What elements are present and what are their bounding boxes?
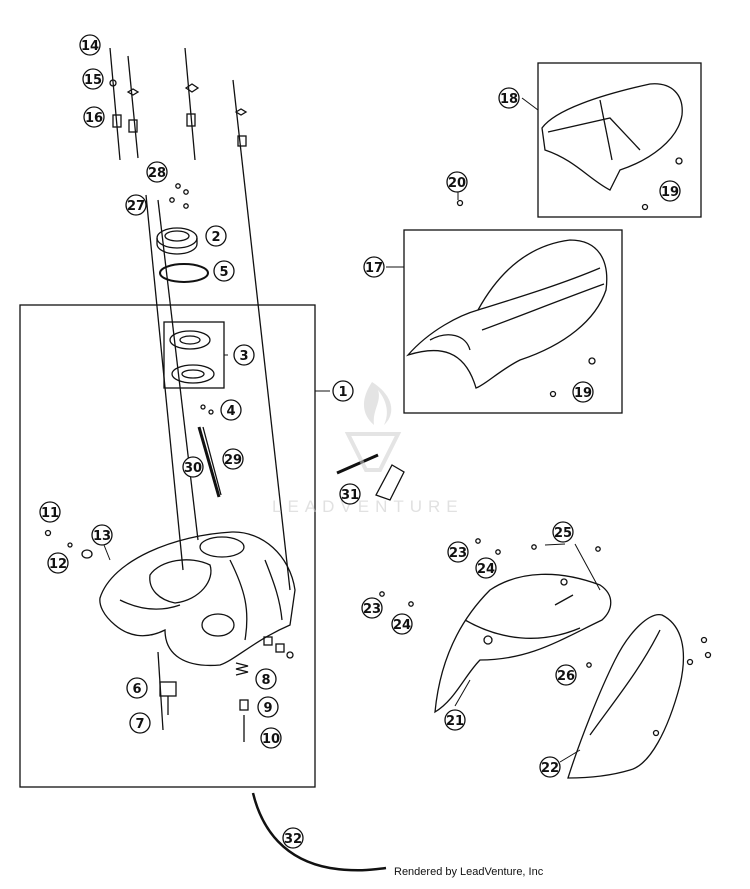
callout-32[interactable]: 32 bbox=[282, 827, 304, 849]
callout-20[interactable]: 20 bbox=[446, 171, 468, 193]
fuel-pump-flange bbox=[169, 330, 215, 384]
svg-text:21: 21 bbox=[446, 714, 464, 729]
callout-23-bottom[interactable]: 23 bbox=[361, 597, 383, 619]
svg-text:6: 6 bbox=[132, 682, 141, 697]
callout-12[interactable]: 12 bbox=[47, 552, 69, 574]
callout-22[interactable]: 22 bbox=[539, 756, 561, 778]
svg-text:22: 22 bbox=[541, 761, 559, 776]
callout-9[interactable]: 9 bbox=[257, 696, 279, 718]
rear-seat bbox=[541, 83, 683, 211]
fuel-hose bbox=[251, 792, 387, 872]
callout-31[interactable]: 31 bbox=[339, 483, 361, 505]
clamp-parts bbox=[44, 529, 93, 559]
callout-26[interactable]: 26 bbox=[555, 664, 577, 686]
fuel-tank bbox=[99, 531, 296, 667]
callout-1[interactable]: 1 bbox=[332, 380, 354, 402]
svg-text:9: 9 bbox=[263, 701, 272, 716]
callout-15[interactable]: 15 bbox=[82, 68, 104, 90]
callout-19-rear[interactable]: 19 bbox=[659, 180, 681, 202]
svg-text:5: 5 bbox=[219, 265, 228, 280]
fuel-tap bbox=[157, 651, 177, 731]
svg-text:3: 3 bbox=[239, 349, 248, 364]
fuel-tank-group-box bbox=[19, 304, 316, 788]
svg-text:17: 17 bbox=[365, 261, 383, 276]
callout-2[interactable]: 2 bbox=[205, 225, 227, 247]
callout-6[interactable]: 6 bbox=[126, 677, 148, 699]
callout-7[interactable]: 7 bbox=[129, 712, 151, 734]
callout-13[interactable]: 13 bbox=[91, 524, 113, 546]
svg-text:23: 23 bbox=[363, 602, 381, 617]
svg-text:19: 19 bbox=[661, 185, 679, 200]
svg-text:32: 32 bbox=[284, 832, 302, 847]
callout-19-front[interactable]: 19 bbox=[572, 381, 594, 403]
callout-18[interactable]: 18 bbox=[498, 87, 520, 109]
callout-11[interactable]: 11 bbox=[39, 501, 61, 523]
svg-text:16: 16 bbox=[85, 111, 103, 126]
callout-28[interactable]: 28 bbox=[146, 161, 168, 183]
callout-3[interactable]: 3 bbox=[233, 344, 255, 366]
svg-text:27: 27 bbox=[127, 199, 145, 214]
watermark-text: LEADVENTURE bbox=[272, 497, 464, 516]
spring-and-bolts bbox=[235, 636, 294, 742]
svg-text:1: 1 bbox=[338, 385, 347, 400]
callout-labels: 1 2 3 4 5 6 7 8 9 10 11 12 13 14 15 16 1… bbox=[39, 34, 681, 849]
svg-text:4: 4 bbox=[226, 404, 235, 419]
svg-text:24: 24 bbox=[393, 618, 411, 633]
callout-10[interactable]: 10 bbox=[260, 727, 282, 749]
svg-text:10: 10 bbox=[262, 732, 280, 747]
svg-text:2: 2 bbox=[211, 230, 220, 245]
svg-text:14: 14 bbox=[81, 39, 99, 54]
svg-text:26: 26 bbox=[557, 669, 575, 684]
seat-rear-box bbox=[537, 62, 702, 218]
callout-14[interactable]: 14 bbox=[79, 34, 101, 56]
callout-27[interactable]: 27 bbox=[125, 194, 147, 216]
side-cover-right bbox=[567, 614, 712, 779]
callout-25[interactable]: 25 bbox=[552, 521, 574, 543]
callout-24-top[interactable]: 24 bbox=[475, 557, 497, 579]
svg-text:23: 23 bbox=[449, 546, 467, 561]
svg-text:25: 25 bbox=[554, 526, 572, 541]
svg-text:11: 11 bbox=[41, 506, 59, 521]
svg-text:18: 18 bbox=[500, 92, 518, 107]
svg-text:15: 15 bbox=[84, 73, 102, 88]
svg-text:24: 24 bbox=[477, 562, 495, 577]
seat-front-box bbox=[403, 229, 623, 414]
side-cover-left bbox=[434, 573, 612, 714]
svg-text:19: 19 bbox=[574, 386, 592, 401]
callout-29[interactable]: 29 bbox=[222, 448, 244, 470]
callout-16[interactable]: 16 bbox=[83, 106, 105, 128]
svg-text:28: 28 bbox=[148, 166, 166, 181]
svg-text:8: 8 bbox=[261, 673, 270, 688]
svg-text:29: 29 bbox=[224, 453, 242, 468]
svg-text:13: 13 bbox=[93, 529, 111, 544]
callout-24-bottom[interactable]: 24 bbox=[391, 613, 413, 635]
callout-17[interactable]: 17 bbox=[363, 256, 385, 278]
callout-4[interactable]: 4 bbox=[220, 399, 242, 421]
callout-30[interactable]: 30 bbox=[182, 456, 204, 478]
rendered-by-credit: Rendered by LeadVenture, Inc bbox=[394, 866, 544, 878]
front-seat bbox=[405, 239, 608, 398]
svg-text:12: 12 bbox=[49, 557, 67, 572]
svg-text:20: 20 bbox=[448, 176, 466, 191]
fuel-cap bbox=[156, 227, 198, 255]
leadventure-watermark: LEADVENTURE bbox=[272, 382, 464, 516]
callout-23-top[interactable]: 23 bbox=[447, 541, 469, 563]
svg-text:30: 30 bbox=[184, 461, 202, 476]
svg-text:7: 7 bbox=[135, 717, 144, 732]
gasket-ring bbox=[159, 263, 209, 283]
callout-8[interactable]: 8 bbox=[255, 668, 277, 690]
svg-text:31: 31 bbox=[341, 488, 359, 503]
callout-5[interactable]: 5 bbox=[213, 260, 235, 282]
callout-21[interactable]: 21 bbox=[444, 709, 466, 731]
bolt-set-top bbox=[109, 79, 248, 209]
